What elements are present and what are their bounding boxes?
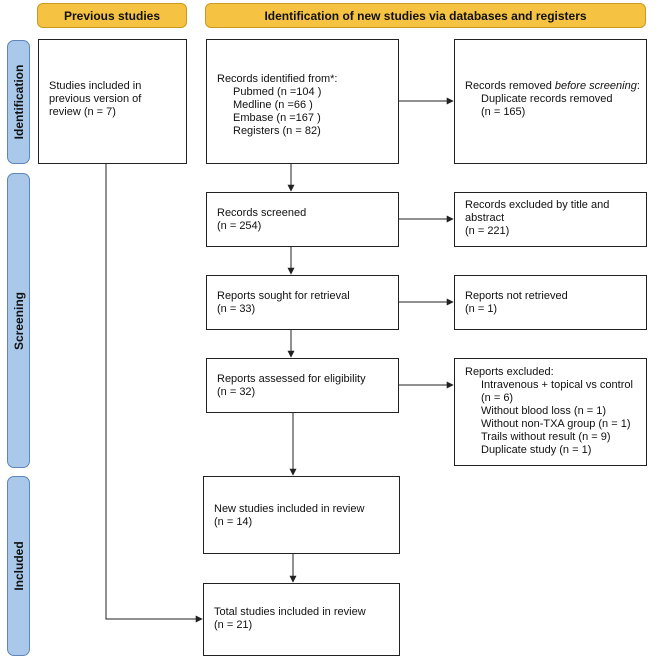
box-previous-included: Studies included in previous version of … <box>38 39 187 164</box>
box-reports-excluded: Reports excluded: Intravenous + topical … <box>454 358 647 466</box>
previous-line-1: Studies included in <box>49 80 142 92</box>
records-excluded-line-2: abstract <box>465 212 505 224</box>
stage-identification: Identification <box>7 40 30 164</box>
new-included-count: (n = 14) <box>214 516 253 528</box>
records-removed-prefix: Records removed <box>465 80 555 92</box>
records-excluded-line-1: Records excluded by title and <box>465 199 610 211</box>
box-reports-sought: Reports sought for retrieval (n = 33) <box>206 275 399 330</box>
header-previous-label: Previous studies <box>63 8 161 23</box>
reports-assessed-count: (n = 32) <box>217 386 256 398</box>
box-records-identified: Records identified from*: Pubmed (n =104… <box>206 39 399 164</box>
reports-excluded-item-5: Trails without result (n = 9) <box>481 431 611 443</box>
records-excluded-line-3: (n = 221) <box>465 225 510 237</box>
reports-excluded-item-1: Intravenous + topical vs control <box>481 379 633 391</box>
records-source-pubmed: Pubmed (n =104 ) <box>233 86 322 98</box>
box-total-included: Total studies included in review (n = 21… <box>203 583 400 656</box>
new-included-title: New studies included in review <box>214 503 365 515</box>
reports-sought-title: Reports sought for retrieval <box>217 290 350 302</box>
records-screened-title: Records screened <box>217 207 307 219</box>
records-removed-item: Duplicate records removed <box>481 93 613 105</box>
reports-excluded-item-6: Duplicate study (n = 1) <box>481 444 592 456</box>
previous-line-3: review (n = 7) <box>49 106 116 118</box>
records-source-embase: Embase (n =167 ) <box>233 112 321 124</box>
records-removed-italic: before screening <box>554 80 637 92</box>
arrow-previous-to-total <box>105 164 203 623</box>
header-new-studies: Identification of new studies via databa… <box>205 3 646 28</box>
records-source-registers: Registers (n = 82) <box>233 125 321 137</box>
records-source-medline: Medline (n =66 ) <box>233 99 313 111</box>
records-removed-title: Records removed before screening: <box>465 80 640 93</box>
previous-line-2: previous version of <box>49 93 142 105</box>
total-included-title: Total studies included in review <box>214 606 366 618</box>
stage-included: Included <box>7 476 30 656</box>
header-previous-studies: Previous studies <box>37 3 187 28</box>
box-reports-assessed: Reports assessed for eligibility (n = 32… <box>206 358 399 413</box>
box-records-removed: Records removed before screening: Duplic… <box>454 39 647 164</box>
reports-excluded-item-3: Without blood loss (n = 1) <box>481 405 607 417</box>
reports-not-retrieved-title: Reports not retrieved <box>465 290 568 302</box>
box-records-screened: Records screened (n = 254) <box>206 192 399 247</box>
box-records-excluded: Records excluded by title and abstract (… <box>454 192 647 247</box>
box-reports-not-retrieved: Reports not retrieved (n = 1) <box>454 275 647 330</box>
reports-assessed-title: Reports assessed for eligibility <box>217 373 366 385</box>
records-screened-count: (n = 254) <box>217 220 262 232</box>
reports-excluded-item-4: Without non-TXA group (n = 1) <box>481 418 631 430</box>
reports-sought-count: (n = 33) <box>217 303 256 315</box>
total-included-count: (n = 21) <box>214 619 253 631</box>
box-new-included: New studies included in review (n = 14) <box>203 476 400 554</box>
reports-excluded-item-2: (n = 6) <box>481 392 514 404</box>
header-new-label: Identification of new studies via databa… <box>264 8 587 23</box>
reports-excluded-title: Reports excluded: <box>465 366 554 378</box>
records-removed-count: (n = 165) <box>481 106 526 118</box>
stage-screening: Screening <box>7 173 30 468</box>
records-identified-title: Records identified from*: <box>217 73 338 85</box>
reports-not-retrieved-count: (n = 1) <box>465 303 498 315</box>
records-removed-suffix: : <box>636 80 640 92</box>
